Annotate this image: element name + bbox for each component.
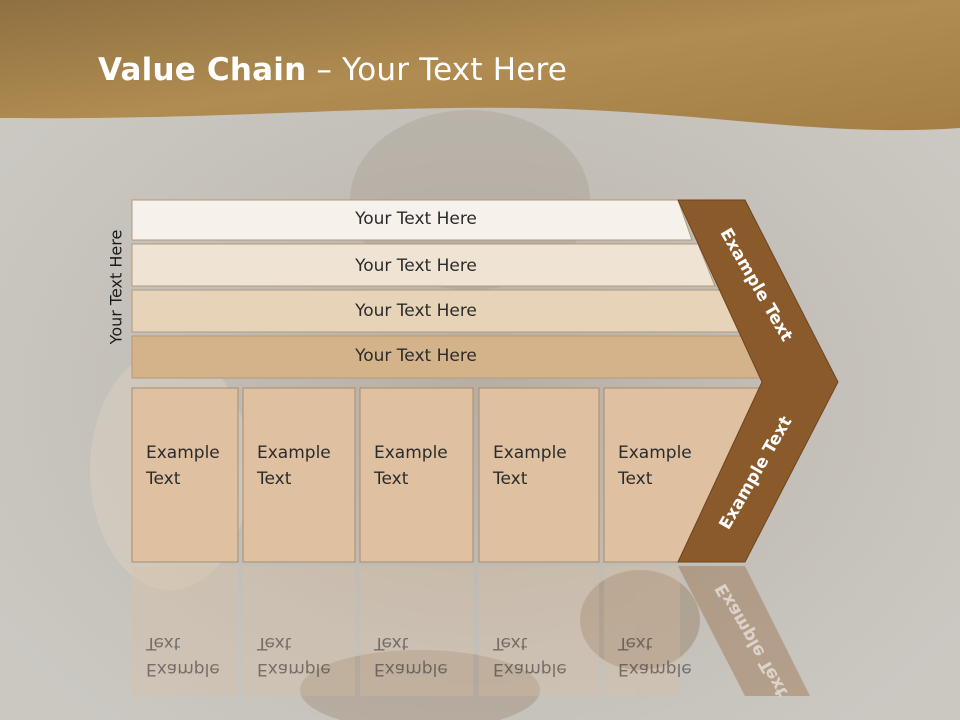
cell-reflection-label-5: Example Text — [618, 633, 692, 679]
cell-3: Example Text — [360, 388, 473, 562]
cell-2: Example Text — [243, 388, 355, 562]
chevron-shape — [677, 199, 839, 563]
cell-label-3: Example Text — [374, 443, 448, 489]
cell-box-1 — [131, 387, 239, 563]
cell-reflection-1: Example Text — [132, 566, 238, 696]
row-label-2: Your Text Here — [355, 256, 477, 276]
cells-reflection — [132, 566, 680, 696]
cell-5: Example Text — [604, 388, 724, 562]
page-title: Value Chain – Your Text Here — [98, 52, 567, 88]
cell-box-4 — [478, 387, 600, 563]
cell-reflection-label-3: Example Text — [374, 633, 448, 679]
header-band — [0, 0, 960, 131]
cell-box-3 — [359, 387, 474, 563]
cell-box-2 — [242, 387, 356, 563]
title-strong: Value Chain — [98, 52, 307, 88]
cell-4: Example Text — [479, 388, 599, 562]
cell-reflection-4: Example Text — [479, 566, 599, 696]
row-label-4: Your Text Here — [355, 346, 477, 366]
cell-label-4: Example Text — [493, 443, 567, 489]
cell-reflection-label-4: Example Text — [493, 633, 567, 679]
row-bar-1 — [131, 199, 693, 241]
cell-label-1: Example Text — [146, 443, 220, 489]
cell-reflection-2: Example Text — [243, 566, 355, 696]
row-bar-2 — [131, 243, 716, 287]
title-rest: – Your Text Here — [306, 52, 568, 88]
row-label-1: Your Text Here — [355, 209, 477, 229]
cell-1: Example Text — [132, 388, 238, 562]
row-label-3: Your Text Here — [355, 301, 477, 321]
cell-reflection-5: Example Text — [604, 566, 704, 696]
cell-label-2: Example Text — [257, 443, 331, 489]
cell-label-5: Example Text — [618, 443, 692, 489]
cell-reflection-3: Example Text — [360, 566, 473, 696]
cell-reflection-label-2: Example Text — [257, 633, 331, 679]
cell-reflection-label-1: Example Text — [146, 633, 220, 679]
chevron-reflection — [678, 566, 810, 696]
